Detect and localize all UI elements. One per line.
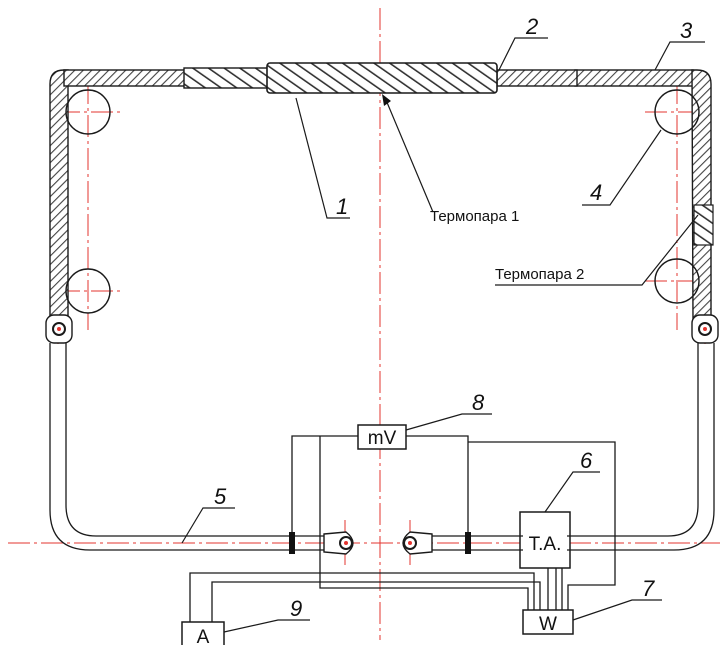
leader-thermocouple-2 bbox=[495, 214, 699, 286]
cable-right-outer bbox=[430, 343, 715, 551]
callout-4: 4 bbox=[590, 180, 602, 205]
measurement-wiring bbox=[189, 435, 616, 622]
connecting-cable bbox=[49, 343, 715, 551]
potential-tap-right bbox=[465, 532, 471, 554]
leader-5 bbox=[181, 507, 235, 544]
callout-5: 5 bbox=[214, 484, 227, 509]
rollers bbox=[65, 89, 700, 314]
leader-8 bbox=[405, 413, 492, 431]
callout-1: 1 bbox=[336, 194, 348, 219]
wattmeter-box bbox=[522, 609, 574, 635]
callout-numbers: 1 2 3 4 5 6 7 8 9 bbox=[214, 14, 693, 621]
callout-6: 6 bbox=[580, 448, 593, 473]
roller-bottom-left bbox=[65, 268, 111, 314]
leader-6 bbox=[544, 471, 600, 513]
wattmeter: W bbox=[522, 609, 574, 635]
thermocouple-1-label: Термопара 1 bbox=[430, 208, 519, 225]
thermocouple-1-arrow bbox=[382, 94, 391, 106]
ammeter: A bbox=[181, 621, 225, 645]
leader-7 bbox=[572, 599, 662, 621]
millivoltmeter-box bbox=[357, 424, 407, 450]
cable-right-inner bbox=[430, 343, 699, 537]
roller-top-left bbox=[65, 89, 111, 135]
terminal-clamps bbox=[323, 531, 433, 555]
wire-ammeter-2 bbox=[211, 581, 541, 622]
leader-4 bbox=[582, 129, 662, 206]
wattmeter-label: W bbox=[539, 614, 557, 635]
mv-lead-left bbox=[291, 435, 358, 532]
clamp-right-bolt-center bbox=[408, 541, 412, 545]
conductor-top-left bbox=[63, 69, 187, 87]
callout-2: 2 bbox=[525, 14, 538, 39]
callout-7: 7 bbox=[642, 576, 655, 601]
wire-w-voltage-right bbox=[468, 441, 616, 610]
leader-lines bbox=[181, 37, 705, 633]
current-transformer-label: T.A. bbox=[529, 534, 562, 555]
cable-left-inner bbox=[65, 343, 326, 537]
leader-1 bbox=[295, 97, 350, 219]
leader-2 bbox=[498, 37, 548, 71]
leader-9 bbox=[223, 619, 310, 633]
thermocouple-2-label: Термопара 2 bbox=[495, 266, 584, 283]
mv-lead-right bbox=[406, 435, 469, 532]
wire-w-voltage-left bbox=[319, 436, 529, 610]
millivoltmeter-label: mV bbox=[368, 428, 397, 449]
conductor-right-vertical bbox=[691, 69, 712, 321]
potential-tap-left bbox=[289, 532, 295, 554]
leader-3 bbox=[654, 41, 705, 71]
center-lines bbox=[8, 8, 720, 640]
ammeter-label: A bbox=[197, 627, 210, 645]
joints bbox=[45, 314, 719, 344]
thermocouple-2-sleeve bbox=[693, 204, 714, 246]
clamp-left-bolt-center bbox=[344, 541, 348, 545]
ta-label-bg bbox=[523, 533, 567, 553]
conductor-top-right bbox=[574, 69, 694, 87]
roller-bottom-right bbox=[654, 258, 700, 304]
callout-9: 9 bbox=[290, 596, 302, 621]
cable-left-outer bbox=[49, 343, 326, 551]
leader-thermocouple-1 bbox=[385, 99, 434, 213]
wire-ammeter-1 bbox=[189, 572, 535, 622]
insulated-section-left bbox=[183, 67, 269, 89]
ammeter-box bbox=[181, 621, 225, 645]
joint-left-bolt-center bbox=[57, 327, 61, 331]
callout-3: 3 bbox=[680, 18, 693, 43]
conductor-top-mid-right bbox=[496, 69, 578, 87]
joint-right-bolt-center bbox=[703, 327, 707, 331]
callout-8: 8 bbox=[472, 390, 485, 415]
roller-top-right bbox=[654, 89, 700, 135]
conductor-left-vertical bbox=[49, 69, 69, 321]
current-transformer: T.A. bbox=[519, 511, 571, 569]
millivoltmeter: mV bbox=[357, 424, 407, 450]
test-sample-section-1 bbox=[266, 62, 498, 94]
